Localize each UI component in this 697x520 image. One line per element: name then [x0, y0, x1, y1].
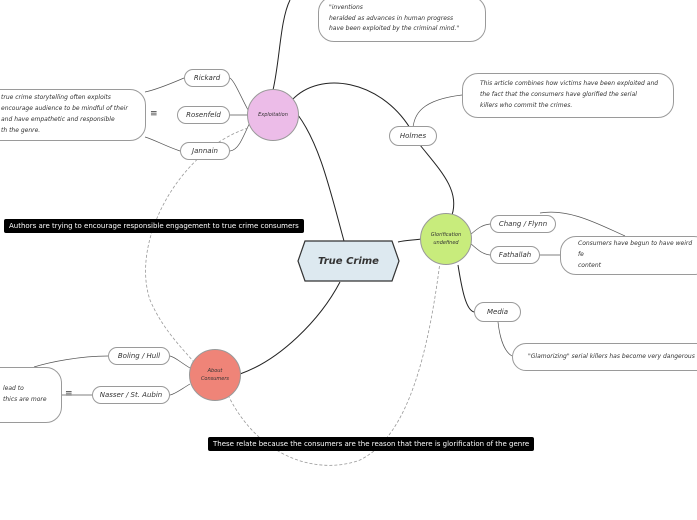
- relationship-label-consumers[interactable]: These relate because the consumers are t…: [208, 437, 535, 451]
- connector-chang-note: [539, 211, 626, 237]
- connector-glorification-fathallah: [469, 242, 491, 256]
- central-topic[interactable]: True Crime: [297, 240, 400, 282]
- central-topic-shape: [297, 240, 400, 282]
- notes-icon[interactable]: ≡: [65, 389, 73, 399]
- connector-holmes-glorification: [419, 144, 455, 216]
- note-inventions[interactable]: "inventions heralded as advances in huma…: [318, 0, 486, 42]
- subtopic-fathallah[interactable]: Fathallah: [490, 246, 540, 264]
- subtopic-nasser-st-aubin[interactable]: Nasser / St. Aubin: [92, 386, 170, 404]
- connector-center-exploitation: [297, 114, 345, 242]
- notes-icon[interactable]: ≡: [150, 109, 158, 119]
- connector-center-glorification: [397, 238, 423, 243]
- connector-glorification-media: [457, 264, 475, 313]
- connector-consumers-nasser: [169, 383, 191, 396]
- connector-glorification-chang: [469, 223, 491, 236]
- connector-exploitation-jannain: [229, 121, 251, 152]
- subtopic-media[interactable]: Media: [474, 302, 521, 322]
- note-glamorizing[interactable]: "Glamorizing" serial killers has become …: [512, 343, 697, 371]
- note-consumers-summary[interactable]: lead to thics are more: [0, 367, 62, 423]
- note-holmes-article[interactable]: This article combines how victims have b…: [462, 73, 674, 118]
- connector-boling-note: [33, 355, 109, 368]
- connector-center-consumers: [239, 281, 341, 375]
- connector-media-note: [497, 321, 513, 357]
- connector-consumers-boling: [169, 355, 191, 369]
- relationship-consumers: [227, 261, 441, 466]
- topic-about-consumers[interactable]: About Consumers: [189, 349, 241, 401]
- subtopic-rosenfeld[interactable]: Rosenfeld: [177, 106, 230, 124]
- subtopic-chang-flynn[interactable]: Chang / Flynn: [490, 215, 556, 233]
- connector-holmes-note: [412, 94, 463, 128]
- connector-exploitation-inventions: [272, 0, 291, 91]
- relationship-label-authors[interactable]: Authors are trying to encourage responsi…: [4, 219, 304, 233]
- subtopic-rickard[interactable]: Rickard: [184, 69, 230, 87]
- subtopic-holmes[interactable]: Holmes: [389, 126, 437, 146]
- connector-rickard-note: [144, 77, 185, 93]
- subtopic-boling-hull[interactable]: Boling / Hull: [108, 347, 170, 365]
- note-exploitation-summary[interactable]: true crime storytelling often exploits e…: [0, 89, 146, 141]
- central-topic-label: True Crime: [318, 255, 379, 267]
- connector-exploitation-rickard: [229, 77, 249, 111]
- relationship-authors: [145, 127, 249, 371]
- topic-glorification[interactable]: Glorification undefined: [420, 213, 472, 265]
- subtopic-jannain[interactable]: Jannain: [180, 142, 230, 160]
- topic-exploitation[interactable]: Exploitation: [247, 89, 299, 141]
- connector-jannain-note: [144, 136, 181, 152]
- note-consumers-weird-feelings[interactable]: Consumers have begun to have weird fe co…: [560, 236, 697, 275]
- connector-exploitation-holmes: [291, 82, 411, 129]
